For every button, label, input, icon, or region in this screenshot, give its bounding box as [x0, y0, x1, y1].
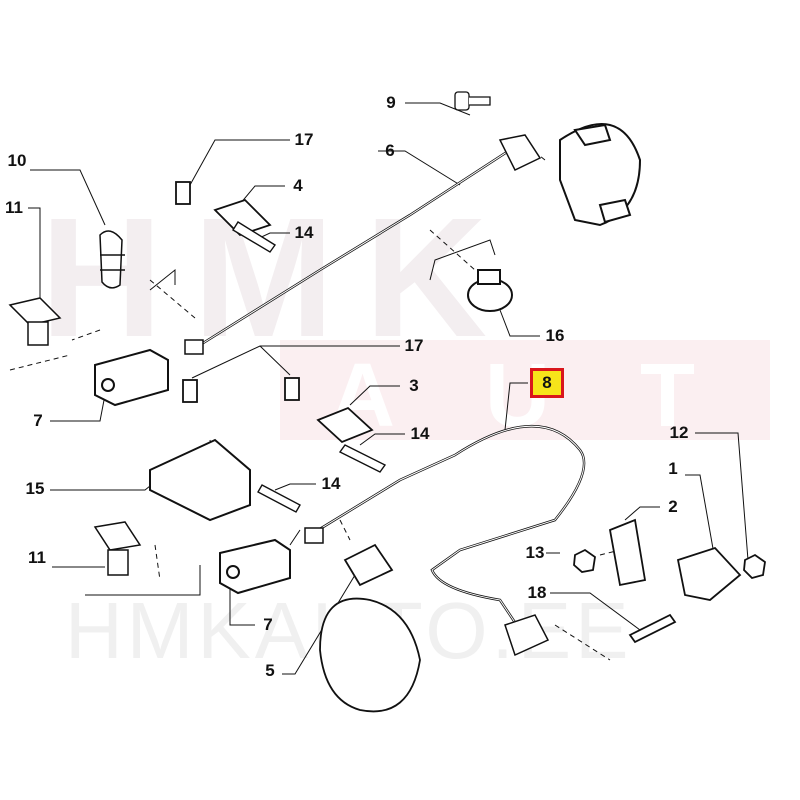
watermark-auto: AUTO [330, 346, 800, 446]
bolt-9 [454, 91, 491, 111]
callout-11: 11 [28, 548, 46, 567]
callout-17: 17 [404, 336, 424, 355]
callout-18: 18 [527, 583, 547, 602]
callout-8-highlighted[interactable]: 8 [530, 368, 564, 398]
screws-14 [232, 221, 387, 513]
hub-and-clip-5 [319, 543, 421, 713]
callout-1: 1 [668, 459, 678, 478]
callout-13: 13 [525, 543, 545, 562]
callout-11: 11 [5, 198, 23, 217]
bracket-15 [149, 438, 251, 522]
callout-14: 14 [321, 474, 341, 493]
callout-14: 14 [294, 223, 314, 242]
leader-lines [9, 102, 749, 675]
sensor-harness-8 [304, 424, 586, 657]
callout-17: 17 [294, 130, 314, 149]
hose-clip-16 [467, 269, 513, 312]
clip-10 [99, 230, 125, 289]
callout-5: 5 [265, 661, 275, 680]
callout-16: 16 [545, 326, 565, 345]
callout-10: 10 [7, 151, 27, 170]
connectors-7 [94, 348, 291, 595]
callout-15: 15 [25, 479, 45, 498]
callout-7: 7 [263, 615, 273, 634]
callout-4: 4 [293, 176, 303, 195]
callout-3: 3 [409, 376, 419, 395]
sensor-parts-right [573, 518, 766, 644]
plugs-11 [8, 297, 142, 576]
callout-2: 2 [668, 497, 678, 516]
callout-6: 6 [385, 141, 395, 160]
callout-12: 12 [669, 423, 689, 442]
clamp-bracket [559, 123, 642, 227]
callout-14: 14 [410, 424, 430, 443]
brackets [175, 181, 374, 444]
callout-7: 7 [33, 411, 43, 430]
callout-9: 9 [386, 93, 396, 112]
sensor-harness-upper [184, 134, 542, 355]
